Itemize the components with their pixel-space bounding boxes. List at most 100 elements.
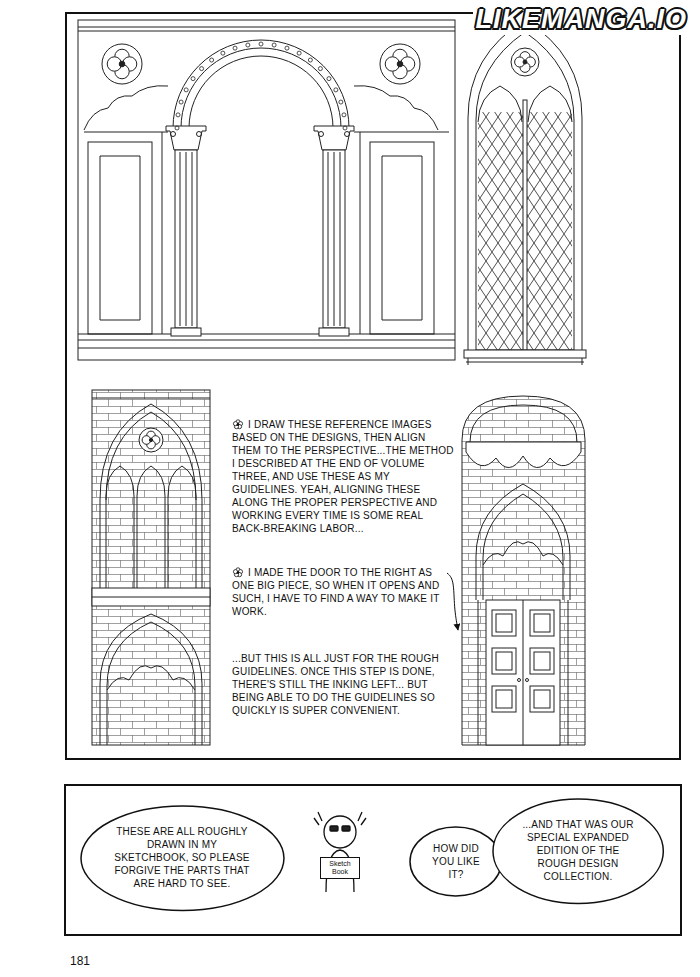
arch-wall-drawing-part — [175, 150, 197, 328]
bubble-shape — [410, 827, 501, 896]
brick-wall-drawing-part — [107, 622, 195, 745]
door-drawing-part — [466, 442, 581, 468]
arch-bead — [318, 67, 322, 71]
gothic-window-drawing-part — [466, 362, 584, 363]
arch-wall-drawing-part — [84, 132, 449, 133]
note-text: I DRAW THESE REFERENCE IMAGES BASED ON T… — [232, 418, 454, 535]
quatrefoil — [102, 44, 142, 84]
bubble-text: HOW DID YOU LIKE IT? — [429, 842, 483, 881]
arch-wall-drawing-part — [173, 40, 349, 128]
arch-bead — [343, 126, 347, 130]
gothic-window-drawing-part — [464, 350, 586, 358]
arch-bead — [342, 113, 346, 117]
tracery-ornament — [102, 42, 539, 452]
door-drawing-part — [530, 610, 554, 636]
arch-bead — [272, 43, 276, 47]
arch-bead — [259, 42, 263, 46]
watermark: LIKEMANGA.IO — [473, 4, 691, 35]
brick-wall-drawing-part — [100, 404, 202, 588]
bubble-text: THESE ARE ALL ROUGHLY DRAWN IN MY SKETCH… — [114, 825, 250, 890]
sketchbook-sign: Sketch Book — [320, 857, 360, 879]
quatrefoil-part — [397, 61, 403, 67]
arch-wall-drawing-part — [78, 334, 455, 348]
note-text: ...BUT THIS IS ALL JUST FOR THE ROUGH GU… — [232, 652, 454, 717]
arch-bead — [210, 58, 214, 62]
arch-wall-drawing-part — [370, 142, 434, 334]
bottom-panel-part — [330, 826, 338, 831]
arch-wall-drawing-part — [328, 152, 340, 326]
door-drawing-part — [530, 686, 554, 712]
arch-bead — [334, 88, 338, 92]
leader-arrow — [447, 573, 458, 630]
flower-bullet-part — [237, 423, 239, 425]
arch-wall-drawing-part — [166, 126, 206, 150]
note-text: I MADE THE DOOR TO THE RIGHT AS ONE BIG … — [232, 566, 444, 618]
arch-wall-drawing-part — [382, 156, 422, 320]
arch-bead — [200, 67, 204, 71]
arch-wall-drawing-part — [323, 150, 345, 328]
arch-bead — [297, 51, 301, 55]
arch-wall-drawing-part — [354, 86, 438, 130]
quatrefoil — [139, 428, 163, 452]
bubble-text: ...AND THAT WAS OUR SPECIAL EXPANDED EDI… — [522, 818, 634, 883]
arch-bead — [221, 51, 225, 55]
arch-bead — [175, 126, 179, 130]
door-drawing-part — [530, 648, 554, 674]
arch-wall-drawing-part — [78, 20, 455, 360]
quatrefoil-part — [149, 438, 152, 441]
quatrefoil-part — [139, 428, 163, 452]
arch-bead — [233, 46, 237, 50]
door-drawing-part — [483, 542, 563, 565]
brick-wall-drawing-part — [137, 466, 165, 588]
brick-wall-drawing-part — [92, 390, 210, 745]
bottom-panel-part — [342, 826, 350, 831]
arch-bead — [191, 77, 195, 81]
quatrefoil-part — [511, 48, 539, 76]
quatrefoil-part — [119, 61, 125, 67]
arch-wall-drawing — [78, 20, 455, 360]
quatrefoil-part — [523, 60, 527, 64]
brick-wall-drawing-part — [92, 588, 210, 606]
page-number: 181 — [70, 954, 90, 968]
door-drawing-part — [483, 494, 563, 600]
arch-bead — [184, 88, 188, 92]
quatrefoil-part — [102, 44, 142, 84]
note-frame: I DRAW THESE REFERENCE IMAGES BASED ON T… — [232, 418, 454, 535]
door-drawing-part — [496, 690, 512, 708]
door-drawing-part — [470, 405, 577, 442]
arch-bead — [339, 100, 343, 104]
gothic-window-drawing-part — [468, 20, 582, 365]
gothic-window-drawing-part — [476, 32, 574, 350]
arch-wall-drawing-part — [319, 328, 349, 336]
arch-wall-drawing-part — [171, 132, 176, 137]
bottom-panel-part — [65, 785, 681, 935]
door-drawing-part — [496, 652, 512, 670]
brick-wall-drawing-part — [92, 398, 210, 399]
arch-wall-drawing-part — [345, 132, 350, 137]
bubble-shape — [493, 799, 663, 903]
note-frame: I MADE THE DOOR TO THE RIGHT AS ONE BIG … — [232, 566, 444, 618]
flower-bullet-part — [237, 571, 239, 573]
door-drawing-part — [518, 679, 521, 682]
door-drawing-part — [462, 396, 585, 745]
door-drawing — [462, 396, 585, 745]
manga-panel: I DRAW THESE REFERENCE IMAGES BASED ON T… — [65, 12, 681, 760]
brick-wall-drawing-part — [168, 466, 196, 588]
door-drawing-part — [534, 690, 550, 708]
speech-bubble: ...AND THAT WAS OUR SPECIAL EXPANDED EDI… — [492, 798, 664, 904]
brick-wall-drawing-part — [92, 597, 210, 598]
flower-bullet — [233, 568, 242, 577]
arch-wall-drawing-part — [84, 86, 168, 130]
door-drawing-part — [492, 686, 516, 712]
arch-bead — [246, 43, 250, 47]
bubble-shape — [81, 806, 284, 910]
door-drawing-part — [492, 648, 516, 674]
gothic-window-drawing-part — [528, 86, 572, 122]
note-frame: ...BUT THIS IS ALL JUST FOR THE ROUGH GU… — [232, 652, 454, 717]
bottom-panel — [65, 785, 681, 935]
gothic-window-drawing-part — [478, 86, 522, 122]
arch-wall-drawing-part — [180, 152, 192, 326]
bottom-panel-part — [314, 812, 366, 825]
